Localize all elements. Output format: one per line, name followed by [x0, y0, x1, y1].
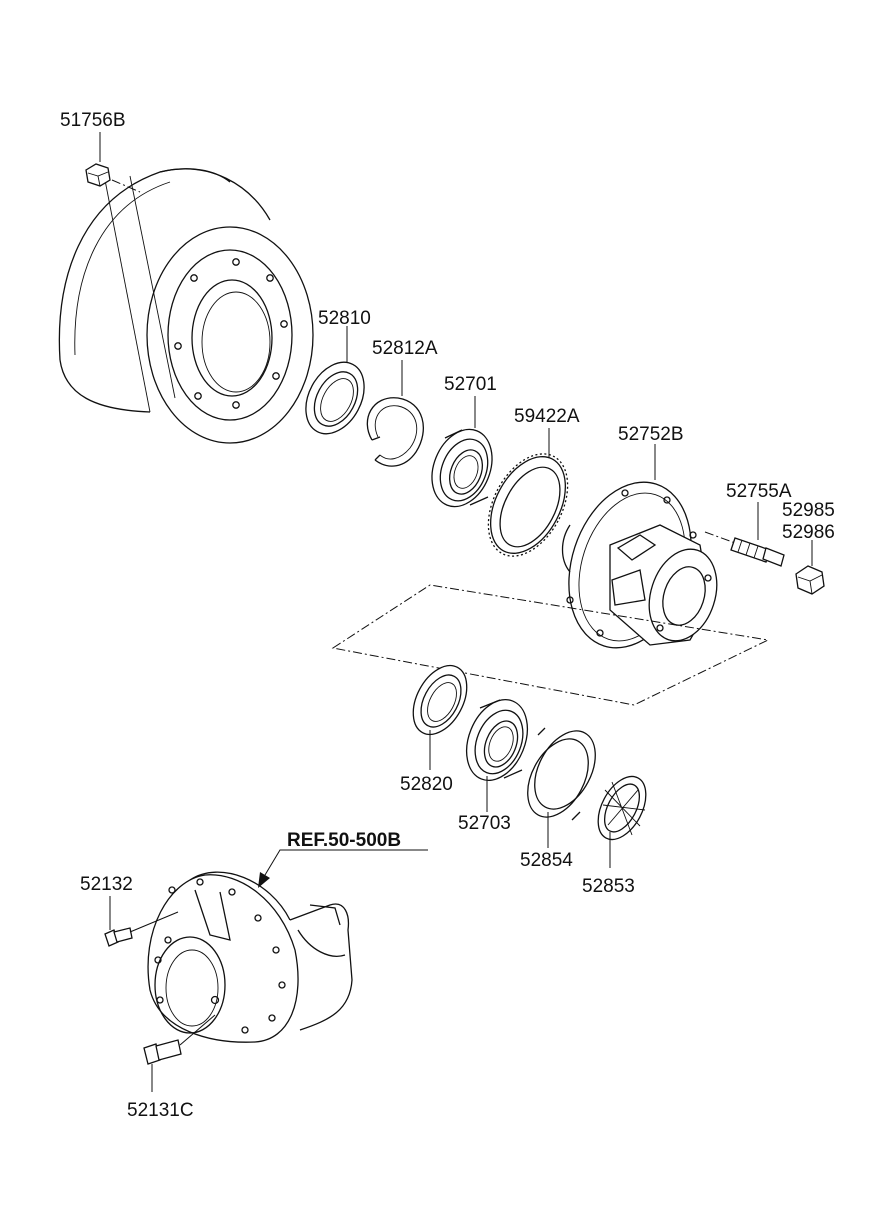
label-59422A: 59422A [514, 406, 580, 427]
label-52752B: 52752B [618, 424, 684, 445]
bearing-52703[interactable] [455, 691, 538, 790]
nut-51756B[interactable] [85, 163, 111, 187]
bearing-52701[interactable] [421, 420, 503, 515]
reference-arrowhead [258, 872, 270, 888]
label-52986: 52986 [782, 522, 835, 543]
tone-wheel-59422A[interactable] [472, 440, 584, 569]
bearing-race-52854[interactable] [515, 721, 607, 828]
wheel-hub-52752B[interactable] [549, 466, 728, 664]
reference-label[interactable]: REF.50-500B [287, 830, 401, 851]
guide-line-stud [704, 531, 739, 545]
label-52854: 52854 [520, 850, 573, 871]
label-52810: 52810 [318, 308, 371, 329]
label-51756B: 51756B [60, 110, 126, 131]
oil-seal-52820[interactable] [402, 657, 477, 744]
bolt-52131C[interactable] [143, 1039, 182, 1065]
guide-line-52131C [179, 1014, 216, 1046]
assembly-group-outline [331, 584, 770, 706]
oil-seal-52810[interactable] [294, 352, 376, 444]
snap-ring-52812A[interactable] [366, 397, 424, 467]
hub-stud-52755A[interactable] [730, 537, 785, 567]
label-52820: 52820 [400, 774, 453, 795]
label-52131C: 52131C [127, 1100, 194, 1121]
retainer-52853[interactable] [588, 769, 655, 848]
label-52701: 52701 [444, 374, 497, 395]
label-52132: 52132 [80, 874, 133, 895]
label-52853: 52853 [582, 876, 635, 897]
label-52755A: 52755A [726, 481, 792, 502]
guide-line-52132 [129, 911, 179, 933]
reference-arrow [261, 849, 428, 881]
axle-housing[interactable] [147, 871, 353, 1043]
label-52985: 52985 [782, 500, 835, 521]
bolt-52132[interactable] [104, 927, 133, 947]
wheel-nut-52985-52986[interactable] [795, 565, 825, 595]
label-52703: 52703 [458, 813, 511, 834]
guide-line-51756B [111, 179, 141, 193]
brake-drum[interactable] [58, 168, 314, 444]
label-52812A: 52812A [372, 338, 438, 359]
